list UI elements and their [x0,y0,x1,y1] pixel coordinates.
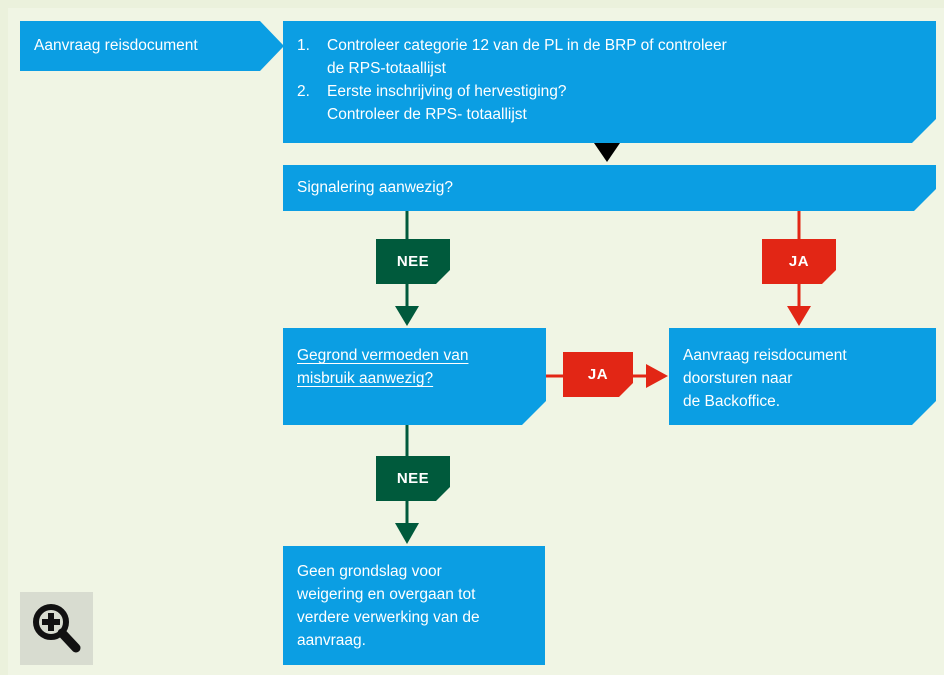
no-badge: NEE [376,239,450,284]
no-ground-box: Geen grondslag voor weigering en overgaa… [283,546,545,665]
yes-badge: JA [762,239,836,284]
check-item: 1. Controleer categorie 12 van de PL in … [297,34,936,80]
suspect-box-link[interactable]: Gegrond vermoeden van [297,347,469,364]
signal-box-label: Signalering aanwezig? [297,179,453,196]
check-item: 2. Eerste inschrijving of hervestiging? … [297,80,936,126]
check-list: 1. Controleer categorie 12 van de PL in … [297,34,936,126]
zoom-in-icon [33,604,81,653]
signal-box: Signalering aanwezig? [283,165,936,211]
check-item-line: de RPS-totaallijst [327,60,446,77]
no-badge: NEE [376,456,450,501]
no-ground-line: Geen grondslag voor [297,563,442,580]
check-item-number: 2. [297,83,310,100]
forward-box-line: de Backoffice. [683,393,781,410]
check-box: 1. Controleer categorie 12 van de PL in … [283,21,936,143]
check-item-number: 1. [297,37,310,54]
yes-badge: JA [563,352,633,397]
forward-box: Aanvraag reisdocument doorsturen naar de… [669,328,936,425]
no-ground-line: verdere verwerking van de [297,609,480,626]
check-item-line: Eerste inschrijving of hervestiging? [327,83,567,100]
suspect-box[interactable]: Gegrond vermoeden van misbruik aanwezig? [283,328,546,425]
start-box: Aanvraag reisdocument [20,21,284,71]
forward-box-line: Aanvraag reisdocument [683,347,847,364]
forward-box-line: doorsturen naar [683,370,793,387]
check-item-line: Controleer categorie 12 van de PL in de … [327,37,727,54]
no-ground-line: aanvraag. [297,632,366,649]
suspect-box-link[interactable]: misbruik aanwezig? [297,370,434,387]
zoom-button[interactable] [20,592,93,665]
start-box-label: Aanvraag reisdocument [34,37,198,54]
no-ground-line: weigering en overgaan tot [297,586,476,603]
check-item-line: Controleer de RPS- totaallijst [327,106,527,123]
